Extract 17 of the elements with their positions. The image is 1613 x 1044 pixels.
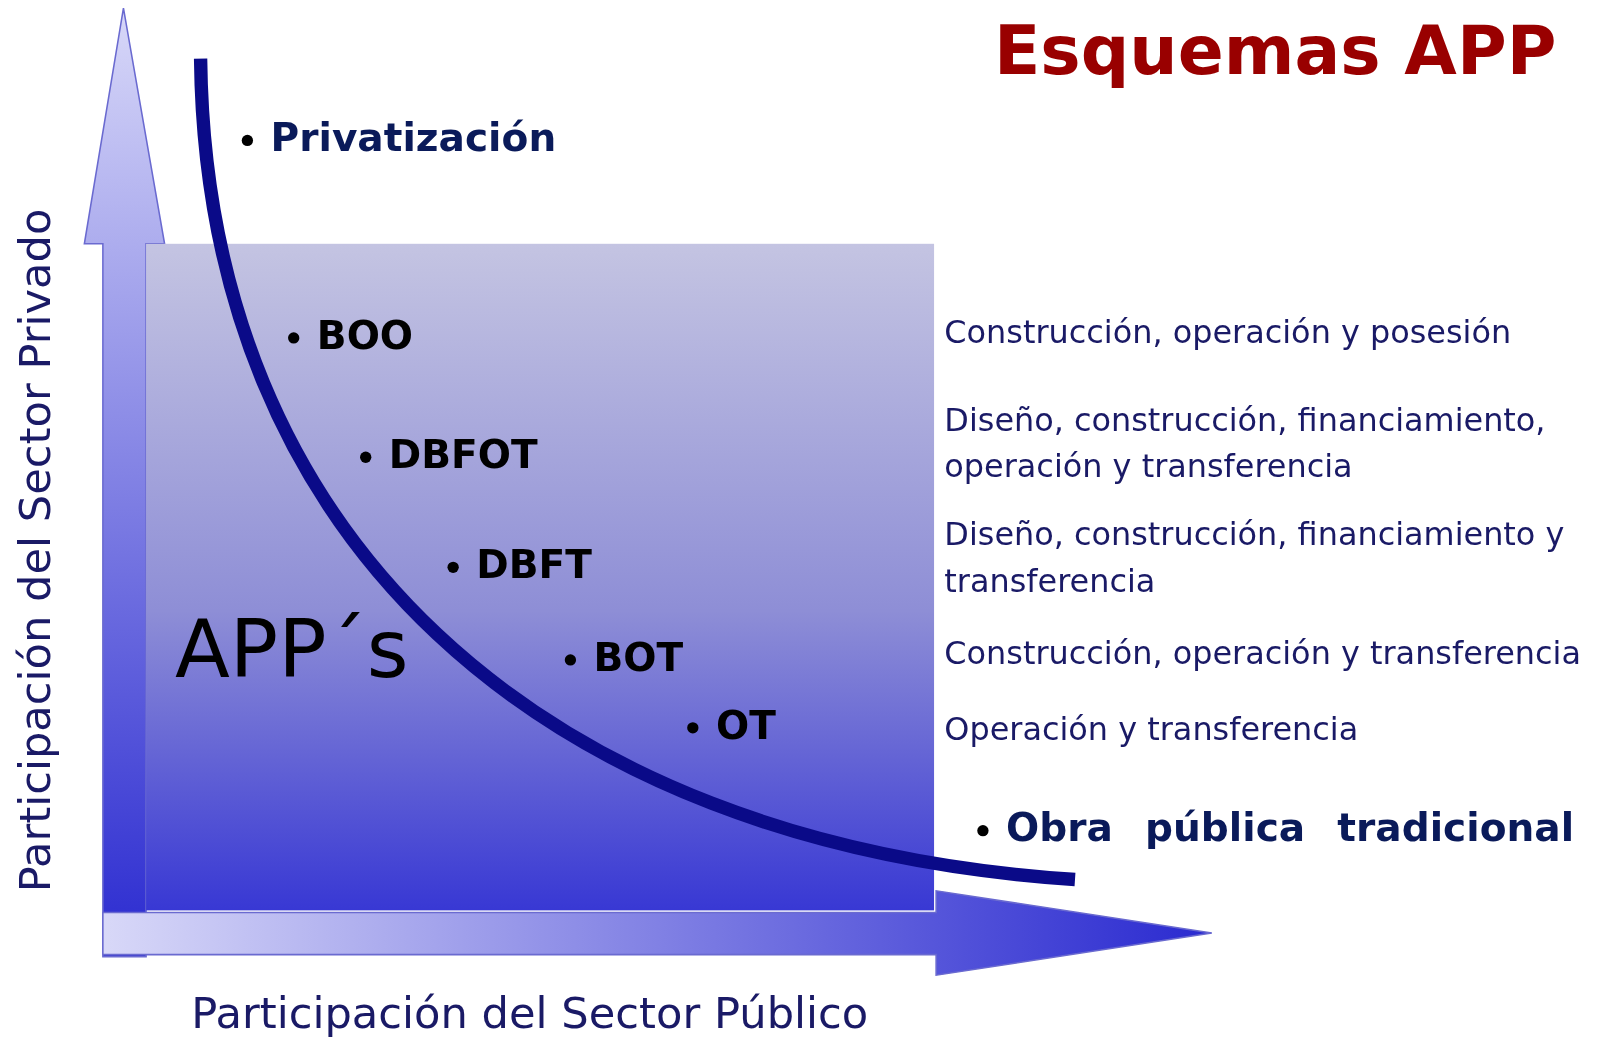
description-text: Diseño, construcción, financiamiento y transferencia — [944, 514, 1566, 601]
scheme-label: Obra pública tradicional — [1006, 808, 1576, 848]
scheme-label: Privatización — [270, 118, 557, 158]
scheme-label: DBFT — [476, 545, 592, 585]
description-text: Operación y transferencia — [944, 708, 1360, 749]
axis-label: Participación del Sector Privado — [12, 208, 60, 893]
axis-label: Participación del Sector Público — [191, 989, 869, 1038]
scheme-label: DBFOT — [388, 435, 538, 475]
region-label: APP´s — [174, 609, 409, 690]
shaded-region — [146, 243, 935, 911]
description-text: Construcción, operación y posesión — [944, 311, 1513, 352]
scheme-label: BOO — [316, 315, 414, 355]
description-text: Diseño, construcción, financiamiento, operación y transferencia — [944, 400, 1547, 487]
scheme-label: OT — [716, 705, 776, 745]
description-text: Construcción, operación y transferencia — [944, 632, 1582, 673]
title: Esquemas APP — [993, 14, 1557, 90]
scheme-label: BOT — [593, 637, 684, 677]
